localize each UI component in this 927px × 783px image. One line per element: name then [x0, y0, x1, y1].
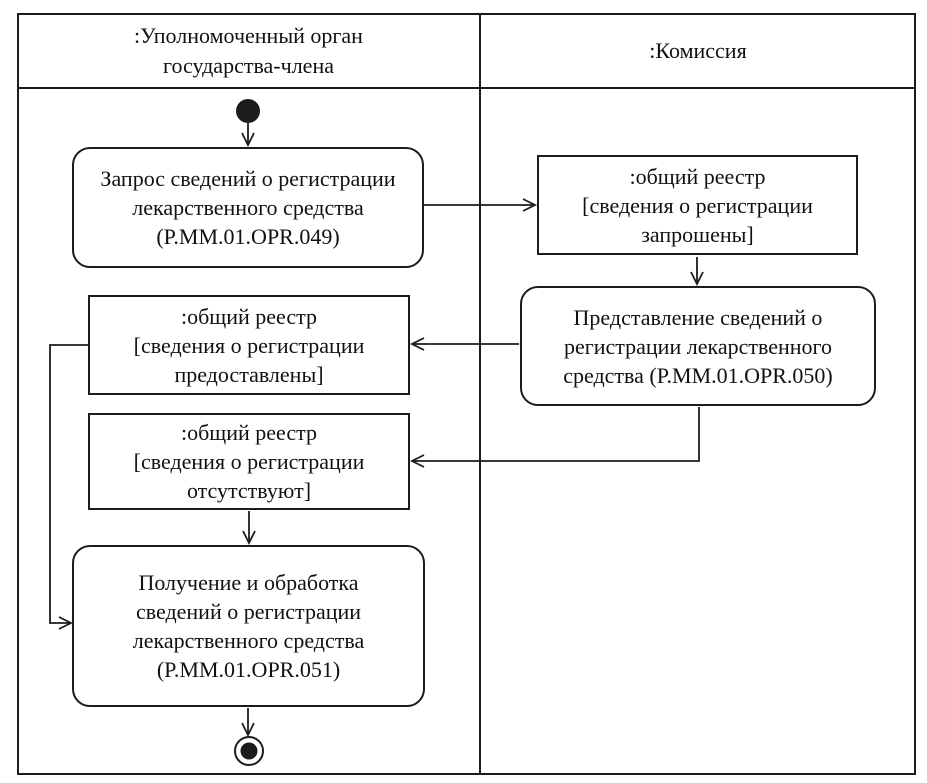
- object-common-register-requested: :общий реестр [сведения о регистрации за…: [537, 155, 858, 255]
- lane-header-divider: [17, 87, 916, 89]
- action-receive-process-registration-info-051: Получение и обработка сведений о регистр…: [72, 545, 425, 707]
- lane-header-authorized-body: :Уполномоченный орган государства-члена: [134, 23, 363, 78]
- action-request-registration-info-049: Запрос сведений о регистрации лекарствен…: [72, 147, 424, 268]
- diagram-frame: [17, 13, 916, 775]
- object-common-register-missing: :общий реестр [сведения о регистрации от…: [88, 413, 410, 510]
- action-provide-registration-info-050: Представление сведений о регистрации лек…: [520, 286, 876, 406]
- object-common-register-provided: :общий реестр [сведения о регистрации пр…: [88, 295, 410, 395]
- lane-header-commission: :Комиссия: [649, 38, 747, 63]
- swimlane-divider: [479, 13, 481, 775]
